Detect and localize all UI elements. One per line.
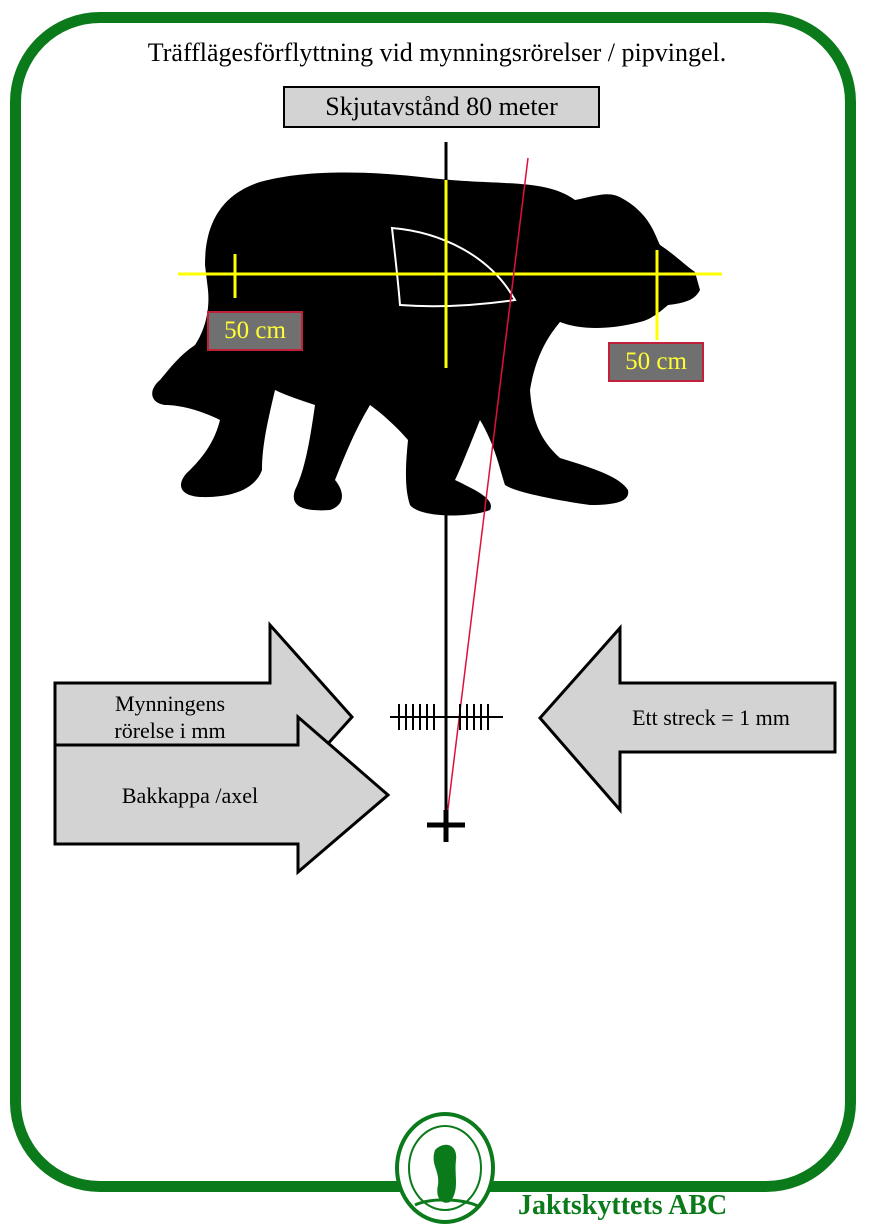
- arrow-muzzle-line1: Mynningens: [115, 691, 225, 716]
- arrow-butt-label: Bakkappa /axel: [121, 783, 259, 808]
- distance-label: Skjutavstånd 80 meter: [283, 86, 600, 128]
- measure-right-label: 50 cm: [608, 342, 704, 382]
- arrow-scale: [538, 624, 837, 815]
- vital-zone-outline: [390, 226, 517, 308]
- measure-left-label: 50 cm: [207, 311, 303, 351]
- arrow-muzzle-label: Mynningens rörelse i mm: [70, 690, 270, 744]
- jagareforbundet-logo: [395, 1112, 495, 1224]
- page-title: Träfflägesförflyttning vid mynningsrörel…: [147, 38, 727, 67]
- arrow-scale-label: Ett streck = 1 mm: [632, 705, 790, 730]
- footer-title: Jaktskyttets ABC: [518, 1190, 728, 1221]
- arrow-muzzle-line2: rörelse i mm: [114, 718, 226, 743]
- arrow-butt: [53, 713, 391, 876]
- butt-marker: [427, 810, 465, 842]
- bear-silhouette: [152, 172, 700, 516]
- muzzle-scale: [390, 704, 503, 730]
